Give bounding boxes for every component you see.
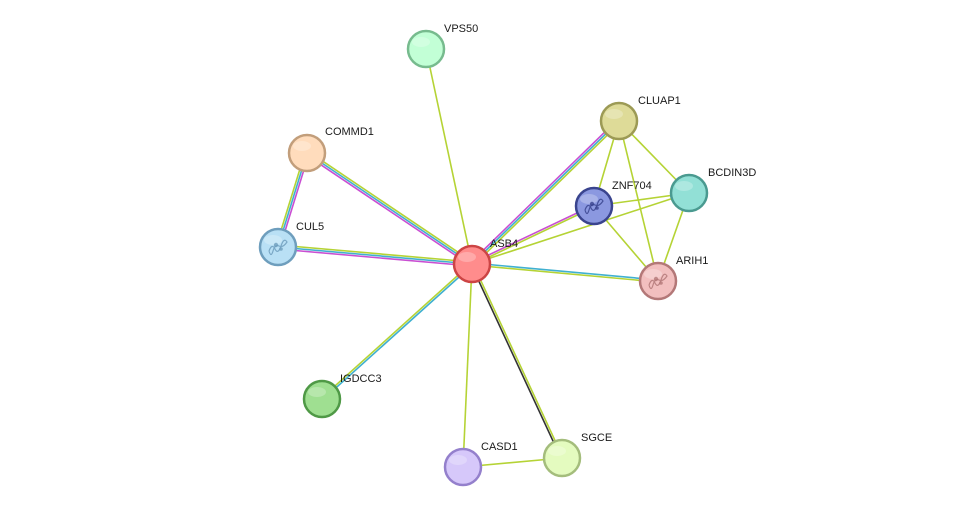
edge-ASB4-ARIH1[interactable] (471, 262, 659, 283)
edge-line (472, 263, 564, 458)
edge-line (322, 264, 474, 401)
edge-line (425, 48, 473, 265)
edge-ASB4-CUL5[interactable] (277, 244, 473, 267)
node-arih1[interactable]: ARIH1 (638, 255, 708, 301)
node-label: SGCE (581, 432, 612, 444)
edge-ASB4-BCDIN3D[interactable] (471, 192, 690, 265)
edge-line (472, 121, 621, 267)
edge-line (278, 244, 473, 263)
node-highlight (548, 446, 566, 456)
node-label: ASB4 (490, 238, 518, 250)
edge-line (462, 263, 473, 468)
node-commd1[interactable]: COMMD1 (287, 126, 374, 173)
node-highlight (675, 181, 693, 191)
node-label: ARIH1 (676, 255, 708, 267)
edge-line (305, 153, 472, 267)
node-circle[interactable] (638, 261, 678, 301)
edge-line (307, 150, 474, 264)
edge-line (470, 118, 619, 264)
node-asb4[interactable]: ASB4 (452, 238, 518, 284)
node-label: VPS50 (444, 23, 478, 35)
edge-ASB4-ZNF704[interactable] (471, 204, 595, 266)
node-highlight (605, 109, 623, 119)
node-circle[interactable] (302, 379, 342, 419)
node-highlight (458, 252, 476, 262)
node-label: CUL5 (296, 221, 324, 233)
protein-structure-icon (268, 239, 288, 256)
node-vps50[interactable]: VPS50 (406, 23, 478, 69)
node-label: CASD1 (481, 441, 518, 453)
node-highlight (308, 387, 326, 397)
edge-line (471, 120, 620, 265)
node-highlight (580, 194, 598, 204)
node-circle[interactable] (542, 438, 582, 478)
protein-structure-icon (584, 198, 604, 215)
edge-ASB4-IGDCC3[interactable] (320, 262, 474, 401)
edge-CLUAP1-ARIH1[interactable] (618, 120, 659, 282)
edge-line (277, 246, 473, 265)
node-label: ZNF704 (612, 180, 652, 192)
node-highlight (293, 141, 311, 151)
edge-line (277, 248, 472, 267)
edge-line (471, 204, 594, 264)
node-circle[interactable] (258, 227, 298, 267)
node-bcdin3d[interactable]: BCDIN3D (669, 167, 756, 213)
protein-structure-icon (648, 273, 668, 290)
edge-ASB4-COMMD1[interactable] (305, 150, 474, 267)
edge-line (320, 262, 472, 399)
edge-line (306, 152, 473, 265)
edge-ASB4-CASD1[interactable] (462, 263, 473, 468)
edge-line (471, 192, 690, 265)
node-circle[interactable] (599, 101, 639, 141)
node-label: CLUAP1 (638, 95, 681, 107)
node-highlight (264, 235, 282, 245)
node-circle[interactable] (669, 173, 709, 213)
node-circle[interactable] (574, 186, 614, 226)
node-circle[interactable] (406, 29, 446, 69)
edge-ASB4-CLUAP1[interactable] (470, 118, 621, 267)
node-circle[interactable] (287, 133, 327, 173)
edge-line (618, 120, 659, 282)
node-cul5[interactable]: CUL5 (258, 221, 324, 267)
node-circle[interactable] (452, 244, 492, 284)
edge-line (471, 264, 658, 283)
node-casd1[interactable]: CASD1 (443, 441, 518, 487)
node-highlight (449, 455, 467, 465)
node-igdcc3[interactable]: IGDCC3 (302, 373, 382, 419)
node-highlight (412, 37, 430, 47)
edge-line (470, 264, 562, 459)
node-label: COMMD1 (325, 126, 374, 138)
node-znf704[interactable]: ZNF704 (574, 180, 652, 226)
node-cluap1[interactable]: CLUAP1 (599, 95, 681, 141)
edge-ASB4-VPS50[interactable] (425, 48, 473, 265)
node-sgce[interactable]: SGCE (542, 432, 612, 478)
node-highlight (644, 269, 662, 279)
node-circle[interactable] (443, 447, 483, 487)
edge-line (472, 262, 659, 281)
node-label: BCDIN3D (708, 167, 756, 179)
edge-line (472, 206, 595, 266)
edge-ASB4-SGCE[interactable] (470, 263, 564, 459)
node-label: IGDCC3 (340, 373, 382, 385)
